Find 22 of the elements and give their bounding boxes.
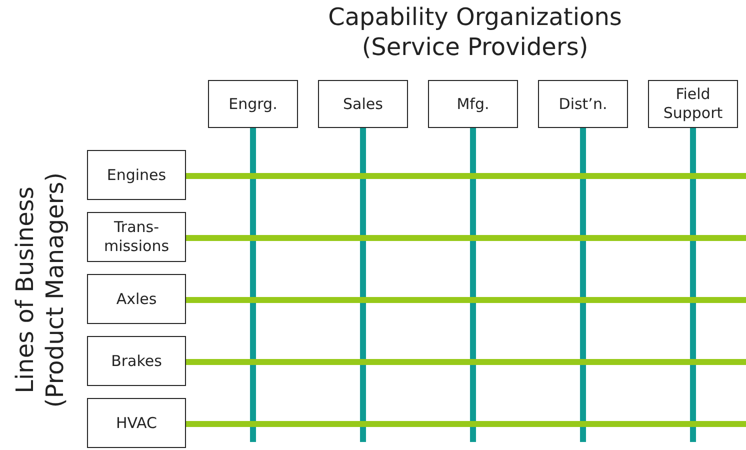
vertical-line: [360, 128, 366, 442]
vertical-line: [470, 128, 476, 442]
row-header-box: Brakes: [87, 336, 186, 386]
vertical-line: [580, 128, 586, 442]
column-header-box: Sales: [318, 80, 408, 128]
column-header-box: Dist’n.: [538, 80, 628, 128]
row-axis-title: Lines of Business (Product Managers): [10, 171, 70, 410]
horizontal-line: [186, 173, 746, 179]
vertical-line: [690, 128, 696, 442]
row-header-box: Axles: [87, 274, 186, 324]
row-header-box: HVAC: [87, 398, 186, 448]
vertical-line: [250, 128, 256, 442]
horizontal-line: [186, 297, 746, 303]
column-header-box: Mfg.: [428, 80, 518, 128]
column-header-box: Engrg.: [208, 80, 298, 128]
horizontal-line: [186, 421, 746, 427]
row-header-box: Engines: [87, 150, 186, 200]
column-header-box: Field Support: [648, 80, 738, 128]
horizontal-line: [186, 235, 746, 241]
row-header-box: Trans- missions: [87, 212, 186, 262]
column-axis-title: Capability Organizations (Service Providers): [327, 2, 623, 62]
horizontal-line: [186, 359, 746, 365]
